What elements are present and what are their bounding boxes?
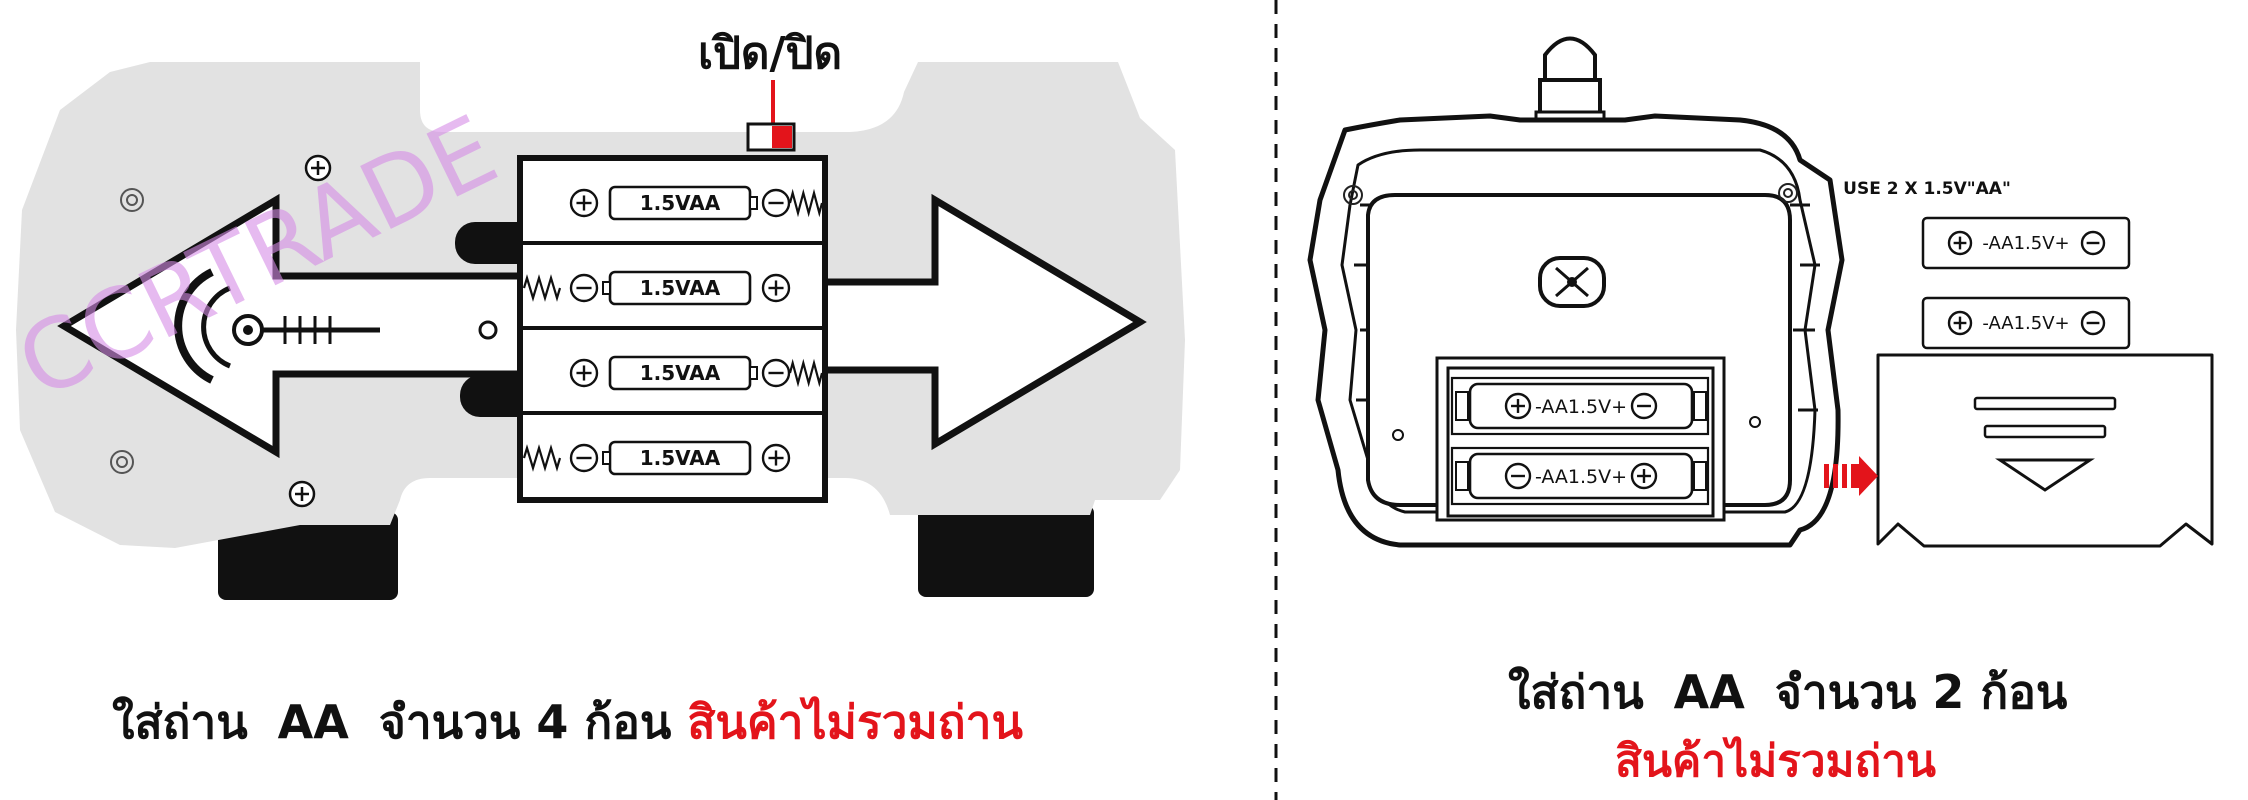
rear-right-wheel	[918, 505, 1094, 597]
minus-terminal-icon	[569, 273, 599, 303]
car-caption-text-2: AA	[277, 695, 349, 749]
car-battery-2: 1.5VAA	[569, 270, 791, 306]
remote-screw-br	[1749, 416, 1761, 428]
car-battery-4: 1.5VAA	[569, 440, 791, 476]
minus-terminal-icon	[2080, 310, 2106, 336]
steering-gear	[174, 268, 498, 384]
remote-caption-text-1: ใส่ถ่าน	[1508, 665, 1644, 719]
plus-terminal-icon	[761, 443, 791, 473]
switch-label: เปิด/ปิด	[698, 28, 842, 79]
spring-contact	[788, 358, 824, 388]
battery-label: -AA1.5V+	[1982, 313, 2069, 334]
battery-label: 1.5VAA	[640, 446, 721, 470]
slide-direction-icon	[1995, 458, 2095, 492]
spare-battery-1: -AA1.5V+	[1947, 230, 2106, 256]
minus-terminal-icon	[569, 443, 599, 473]
remote-caption-note: สินค้าไม่รวมถ่าน	[1615, 736, 1936, 787]
crosshair-bottom	[288, 480, 316, 508]
minus-terminal-icon	[1504, 462, 1532, 490]
minus-terminal-icon	[2080, 230, 2106, 256]
battery-label: 1.5VAA	[640, 191, 721, 215]
plus-terminal-icon	[1947, 310, 1973, 336]
car-battery-slots: 1.5VAA 1.5VAA 1.5VAA 1.5VAA	[522, 185, 824, 476]
plus-terminal-icon	[569, 188, 599, 218]
minus-terminal-icon	[1630, 392, 1658, 420]
spring-contact	[522, 274, 562, 302]
plus-terminal-icon	[1504, 392, 1532, 420]
rear-direction-arrow	[816, 193, 1147, 451]
bay-battery-1: -AA1.5V+	[1450, 376, 1710, 436]
usage-label: USE 2 X 1.5V"AA"	[1843, 179, 2011, 199]
battery-cover	[1876, 353, 2214, 548]
car-battery-1: 1.5VAA	[569, 185, 791, 221]
car-battery-3: 1.5VAA	[569, 355, 791, 391]
spare-battery-2: -AA1.5V+	[1947, 310, 2106, 336]
car-caption-note: สินค้าไม่รวมถ่าน	[687, 695, 1023, 749]
plus-terminal-icon	[569, 358, 599, 388]
car-caption-text-3: จำนวน 4 ก้อน	[378, 695, 672, 749]
remote-caption-text-2: AA	[1673, 665, 1745, 719]
spare-batteries: -AA1.5V+ -AA1.5V+	[1921, 216, 2131, 350]
power-switch-knob	[772, 126, 792, 148]
antenna	[1543, 36, 1597, 82]
car-caption-text-1: ใส่ถ่าน	[112, 695, 248, 749]
spring-contact	[788, 188, 824, 218]
battery-label: 1.5VAA	[640, 361, 721, 385]
battery-label: -AA1.5V+	[1535, 396, 1627, 418]
minus-terminal-icon	[761, 358, 791, 388]
plus-terminal-icon	[761, 273, 791, 303]
car-caption: ใส่ถ่าน AA จำนวน 4 ก้อน สินค้าไม่รวมถ่าน	[112, 686, 1023, 759]
battery-label: -AA1.5V+	[1982, 233, 2069, 254]
remote-controller: -AA1.5V+ -AA1.5V+	[1307, 36, 1845, 548]
front-right-wheel	[218, 512, 398, 600]
bay-battery-2: -AA1.5V+	[1450, 446, 1710, 506]
battery-label: 1.5VAA	[640, 276, 721, 300]
spring-contact	[522, 444, 562, 472]
remote-caption-text-3: จำนวน 2 ก้อน	[1774, 665, 2068, 719]
plus-terminal-icon	[1630, 462, 1658, 490]
insert-arrow-icon	[1824, 456, 1878, 496]
brand-logo-icon	[1538, 256, 1606, 308]
remote-caption: ใส่ถ่าน AA จำนวน 2 ก้อน	[1508, 656, 2067, 729]
remote-battery-slots: -AA1.5V+ -AA1.5V+	[1450, 376, 1710, 506]
battery-label: -AA1.5V+	[1535, 466, 1627, 488]
minus-terminal-icon	[761, 188, 791, 218]
plus-terminal-icon	[1947, 230, 1973, 256]
remote-screw-bl	[1392, 429, 1404, 441]
